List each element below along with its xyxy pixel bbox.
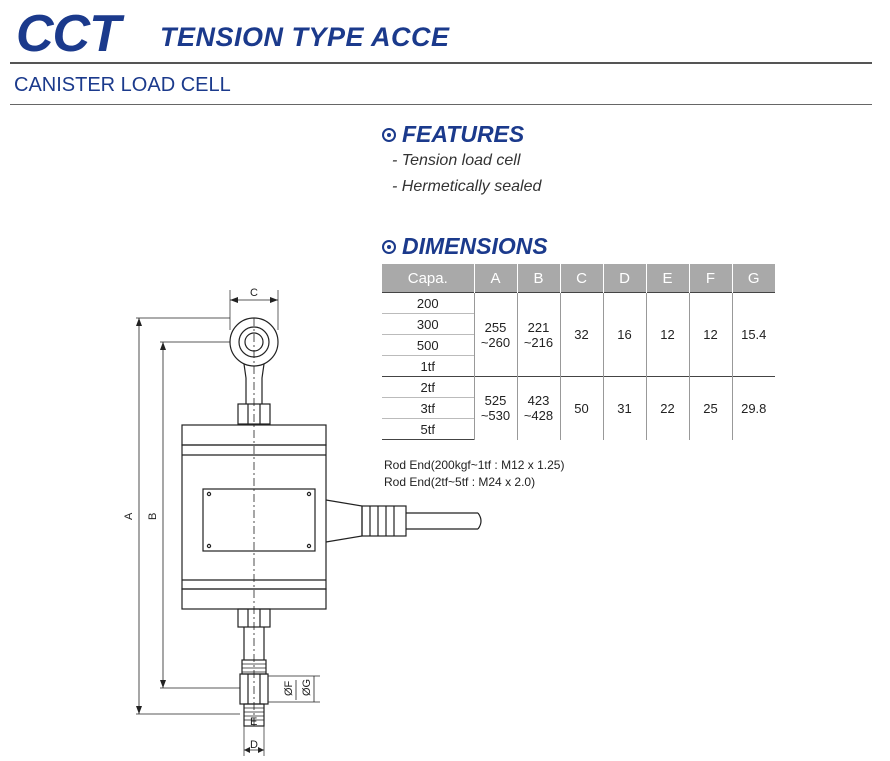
cable-boot xyxy=(361,505,407,537)
dim-g-cell: 15.4 xyxy=(731,292,775,377)
capacity-cell: 2tf xyxy=(382,376,474,398)
bullet-icon xyxy=(382,239,396,254)
rod-end-note: Rod End(200kgf~1tf : M12 x 1.25) xyxy=(384,458,565,472)
dim-f-cell: 12 xyxy=(688,292,732,377)
column-header: D xyxy=(602,264,646,293)
page-subtitle: CANISTER LOAD CELL xyxy=(14,74,231,96)
dim-f-cell: 25 xyxy=(688,376,732,440)
table-row: 300 xyxy=(382,313,775,335)
features-heading-label: FEATURES xyxy=(402,121,525,147)
brand-logo: CCT xyxy=(16,5,121,63)
dim-b-cell: 221 ~216 xyxy=(516,292,560,377)
dim-d-cell: 16 xyxy=(602,292,646,377)
dim-e-cell: 22 xyxy=(645,376,689,440)
dim-label-a: A xyxy=(123,512,135,520)
feature-item: - Hermetically sealed xyxy=(392,178,542,195)
dim-label-g: ØG xyxy=(301,679,313,696)
dim-label-f: ØF xyxy=(283,680,295,696)
header-rule xyxy=(10,62,872,64)
column-header: Capa. xyxy=(382,264,474,293)
capacity-cell: 1tf xyxy=(382,355,474,377)
dim-g-cell: 29.8 xyxy=(731,376,775,440)
dim-label-b: B xyxy=(147,513,159,520)
cable-gland xyxy=(325,499,363,543)
column-header: B xyxy=(516,264,560,293)
feature-item: - Tension load cell xyxy=(392,152,521,169)
dimensions-table: Capa. A B C D E F G 200 255 ~260 221 ~21… xyxy=(382,264,775,440)
capacity-cell: 5tf xyxy=(382,418,474,440)
table-row: 2tf 525 ~530 423 ~428 50 31 22 25 29.8 xyxy=(382,376,775,440)
rod-end-note: Rod End(2tf~5tf : M24 x 2.0) xyxy=(384,475,536,489)
table-header-row: Capa. A B C D E F G xyxy=(382,264,775,293)
dim-b-cell: 423 ~428 xyxy=(516,376,560,440)
dim-a-cell: 525 ~530 xyxy=(473,376,517,440)
table-row: 1tf xyxy=(382,355,775,377)
cable xyxy=(477,512,482,530)
dim-c-cell: 50 xyxy=(559,376,603,440)
column-header: A xyxy=(473,264,517,293)
dim-c-cell: 32 xyxy=(559,292,603,377)
dim-label-d: D xyxy=(250,739,258,751)
dim-e-cell: 12 xyxy=(645,292,689,377)
dimensions-heading-label: DIMENSIONS xyxy=(402,233,548,259)
table-row: 200 255 ~260 221 ~216 32 16 12 12 15.4 xyxy=(382,292,775,377)
table-row: 500 xyxy=(382,334,775,356)
dimensions-heading: DIMENSIONS xyxy=(382,233,548,260)
dim-a-cell: 255 ~260 xyxy=(473,292,517,377)
dim-d-cell: 31 xyxy=(602,376,646,440)
column-header: G xyxy=(731,264,775,293)
label-plate xyxy=(202,488,316,552)
capacity-cell: 200 xyxy=(382,292,474,314)
bottom-stud xyxy=(243,627,265,660)
table-row: 5tf xyxy=(382,418,775,440)
rod-end-neck xyxy=(243,363,265,404)
column-header: F xyxy=(688,264,732,293)
column-header: C xyxy=(559,264,603,293)
capacity-cell: 3tf xyxy=(382,397,474,419)
capacity-cell: 300 xyxy=(382,313,474,335)
table-row: 3tf xyxy=(382,397,775,419)
column-header: E xyxy=(645,264,689,293)
subtitle-rule xyxy=(10,104,872,105)
page-title: TENSION TYPE ACCE xyxy=(160,22,450,52)
dim-label-e: E xyxy=(250,716,257,728)
capacity-cell: 500 xyxy=(382,334,474,356)
dim-label-c: C xyxy=(250,287,258,299)
features-heading: FEATURES xyxy=(382,121,524,148)
bullet-icon xyxy=(382,127,396,142)
